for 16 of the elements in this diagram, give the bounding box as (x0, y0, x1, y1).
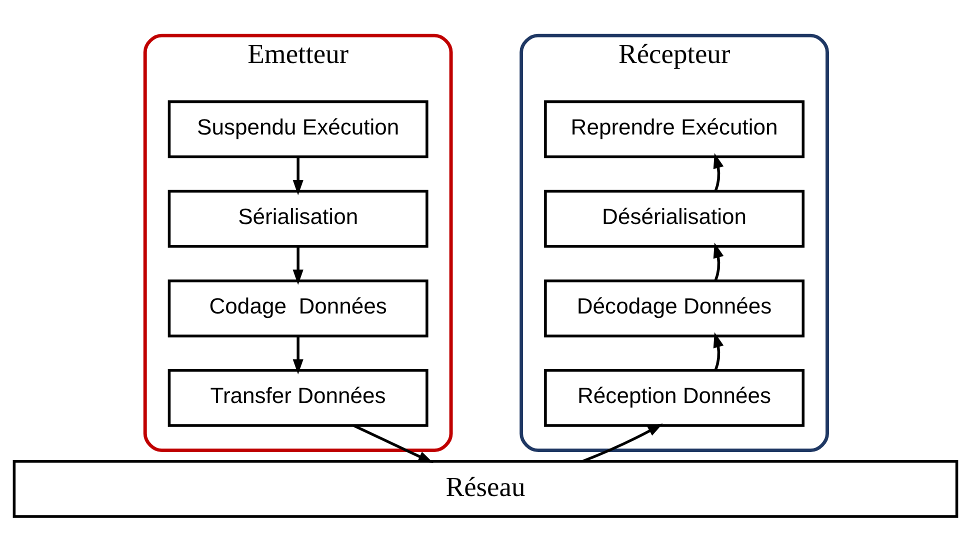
node-box: Réseau (12, 460, 958, 518)
node-box: Sérialisation (168, 190, 428, 248)
arrow (292, 157, 304, 196)
arrow (582, 424, 663, 463)
arrow (713, 242, 724, 282)
node-box: Codage Données (168, 279, 428, 338)
arrow (713, 153, 724, 192)
node-box: Décodage Données (544, 279, 805, 338)
node-box: Suspendu Exécution (168, 100, 428, 158)
arrow (292, 246, 304, 285)
node-box: Transfer Données (168, 369, 428, 427)
node-box: Réception Données (544, 369, 805, 427)
arrow (292, 336, 304, 374)
arrow (713, 332, 724, 371)
node-box: Reprendre Exécution (544, 100, 805, 158)
node-box: Désérialisation (544, 190, 805, 248)
